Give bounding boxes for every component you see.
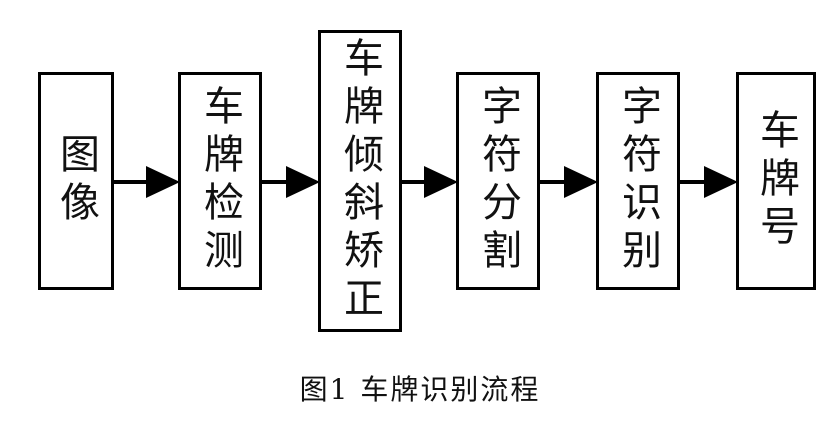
figure-caption: 图1 车牌识别流程 (299, 373, 541, 406)
step-label-plate-number: 车牌号 (753, 109, 799, 253)
step-label-char-recognition: 字符识别 (615, 85, 661, 277)
step-box-tilt-correction: 车牌倾斜矫正 (318, 30, 402, 332)
arrow-2 (260, 166, 320, 198)
step-box-char-recognition: 字符识别 (596, 72, 680, 290)
arrow-3 (400, 166, 458, 198)
step-label-plate-detection: 车牌检测 (197, 85, 243, 277)
step-box-char-segmentation: 字符分割 (456, 72, 540, 290)
arrow-5 (678, 166, 738, 198)
arrow-4 (538, 166, 598, 198)
step-box-plate-detection: 车牌检测 (178, 72, 262, 290)
step-label-tilt-correction: 车牌倾斜矫正 (337, 37, 383, 325)
step-label-char-segmentation: 字符分割 (475, 85, 521, 277)
step-box-plate-number: 车牌号 (736, 72, 816, 290)
step-box-image: 图像 (38, 72, 114, 290)
arrow-1 (112, 166, 180, 198)
step-label-image: 图像 (53, 133, 99, 229)
